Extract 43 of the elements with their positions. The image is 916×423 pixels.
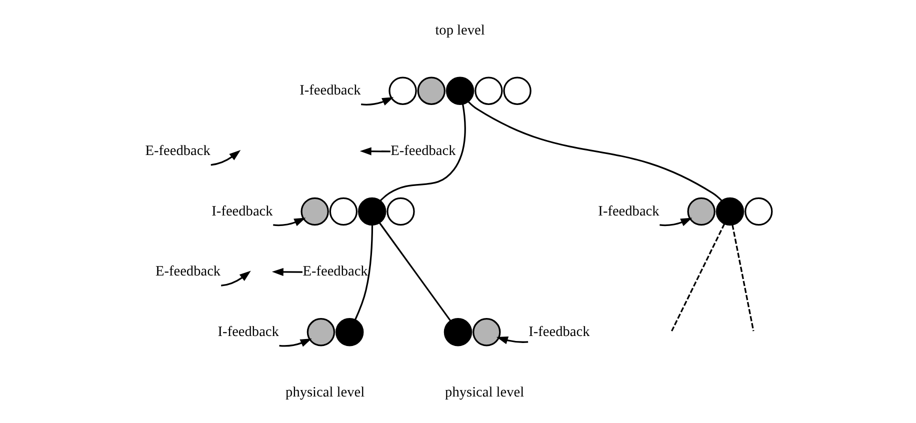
connector xyxy=(378,222,451,322)
label: physical level xyxy=(285,384,364,400)
arrow xyxy=(271,268,302,276)
node-circle xyxy=(300,197,328,226)
label: top level xyxy=(434,22,484,38)
arrow xyxy=(210,150,240,166)
connector xyxy=(731,224,754,332)
node-circle xyxy=(744,197,772,226)
label: physical level xyxy=(444,384,524,400)
node-text: I-feedback xyxy=(211,203,272,220)
node-circle xyxy=(386,197,414,226)
node-text: I-feedback xyxy=(598,203,659,220)
arrow xyxy=(659,218,692,226)
node-circle xyxy=(328,197,358,226)
node-text: E-feedback xyxy=(144,142,210,159)
arrow xyxy=(278,338,312,347)
node-circle xyxy=(686,197,715,226)
node-circle xyxy=(474,76,502,105)
node-text: I-feedback xyxy=(217,324,278,340)
connector xyxy=(670,224,725,332)
node-circle xyxy=(334,318,364,346)
node-circle xyxy=(388,76,416,105)
connector xyxy=(467,100,722,202)
connector xyxy=(354,224,373,320)
node-circle xyxy=(416,76,446,105)
arrow xyxy=(220,270,250,286)
node-text: I-feedback xyxy=(528,324,590,340)
connector xyxy=(379,104,466,202)
arrow xyxy=(496,336,528,344)
node-circle xyxy=(715,197,744,226)
node-text: E-feedback xyxy=(154,264,220,280)
node-circle xyxy=(472,318,500,346)
arrow xyxy=(272,218,306,226)
node-text: I-feedback xyxy=(299,82,360,99)
arrow xyxy=(359,147,390,156)
node-text: E-feedback xyxy=(390,142,456,159)
node-circle xyxy=(445,76,474,105)
node-circle xyxy=(443,318,472,346)
node-text: E-feedback xyxy=(302,264,368,280)
arrow xyxy=(360,97,394,106)
node-circle xyxy=(357,197,386,226)
node-circle xyxy=(502,76,531,105)
node-circle xyxy=(306,318,335,346)
